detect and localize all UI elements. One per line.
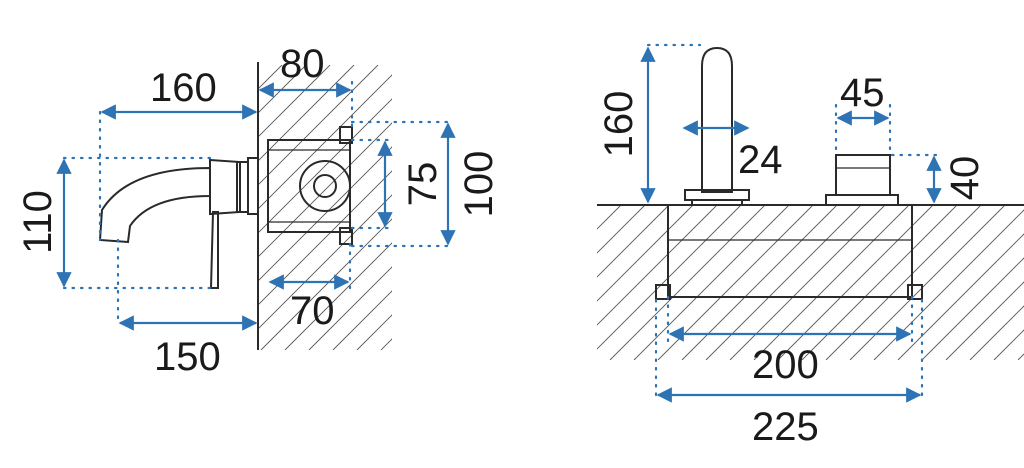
hatch-line — [705, 205, 862, 360]
hatch-line — [258, 65, 392, 350]
dim-40: 40 — [943, 156, 987, 201]
hatch-line — [549, 65, 834, 350]
hatch-line — [260, 65, 392, 350]
hatch-line — [258, 65, 392, 350]
dim-100: 100 — [457, 151, 501, 218]
dim-110: 110 — [16, 190, 60, 254]
wall-plate — [236, 157, 259, 215]
side-dimension-lines — [56, 82, 456, 331]
hatch-line — [657, 205, 814, 360]
handle-front — [825, 154, 899, 206]
hatch-line — [825, 205, 982, 360]
dim-150: 150 — [154, 335, 221, 379]
dim-200: 200 — [752, 343, 819, 387]
hatch-line — [849, 205, 1006, 360]
hatch-line — [597, 205, 694, 360]
mounting-box — [267, 126, 353, 245]
dim-70: 70 — [290, 289, 335, 333]
hatch-line — [897, 205, 1024, 360]
dim-45: 45 — [840, 71, 885, 115]
hatch-line — [308, 65, 392, 350]
hatch-line — [777, 205, 934, 360]
hatch-line — [258, 65, 331, 350]
side-view: 160 80 110 75 100 70 150 — [16, 42, 930, 379]
hatch-line — [597, 205, 598, 360]
spout-front — [684, 46, 750, 206]
hatch-line — [597, 205, 670, 360]
hatch-line — [258, 65, 379, 350]
hatch-line — [258, 65, 355, 350]
hatch-line — [597, 205, 646, 360]
hatch-line — [681, 205, 838, 360]
hatch-line — [753, 205, 910, 360]
hatch-line — [284, 65, 392, 350]
dim-160-front: 160 — [597, 91, 641, 158]
hatch-line — [332, 65, 392, 350]
front-view: 160 45 24 40 200 225 — [597, 43, 1024, 449]
hatch-line — [633, 205, 790, 360]
hatch-line — [258, 65, 392, 350]
dim-80: 80 — [280, 42, 325, 86]
hatch-line — [597, 205, 718, 360]
hatch-line — [969, 205, 1024, 360]
side-extension-lines — [62, 80, 452, 327]
hatch-line — [993, 205, 1024, 360]
hatch-line — [609, 205, 766, 360]
dim-75: 75 — [401, 162, 445, 207]
hatch-line — [597, 205, 742, 360]
front-extension-lines — [646, 43, 942, 402]
floor-hatching — [597, 205, 1024, 360]
hatch-line — [258, 65, 392, 350]
hatch-line — [729, 205, 886, 360]
hatch-line — [921, 205, 1024, 360]
hatch-line — [258, 65, 392, 350]
hatch-line — [873, 205, 1024, 360]
dim-24: 24 — [738, 138, 783, 182]
hatch-line — [801, 205, 958, 360]
hatch-line — [645, 65, 930, 350]
hatch-line — [501, 65, 786, 350]
spout-side — [98, 158, 241, 289]
hatch-line — [597, 205, 622, 360]
concealed-box — [655, 204, 923, 300]
dim-160-side: 160 — [150, 66, 217, 110]
dim-225: 225 — [752, 405, 819, 449]
front-dimension-lines — [640, 46, 942, 403]
